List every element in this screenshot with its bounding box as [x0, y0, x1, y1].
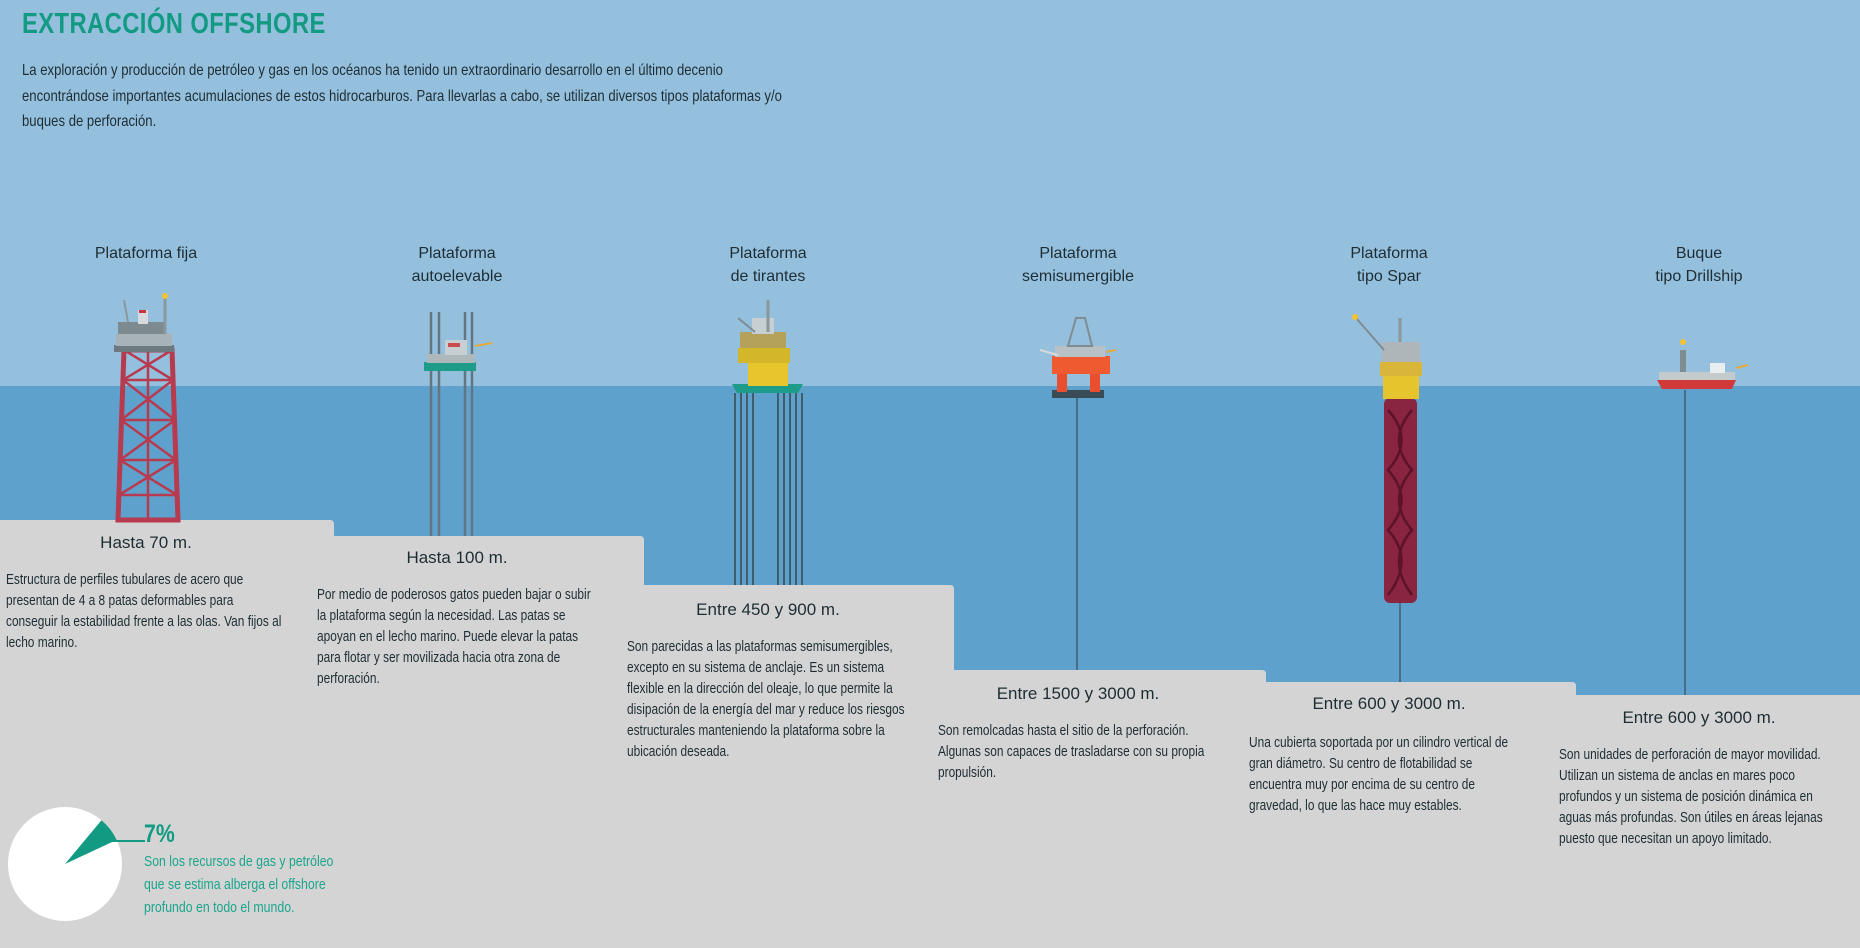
stat-value: 7% [144, 820, 175, 848]
stat-pie-chart [8, 807, 145, 921]
jackup-platform-icon [424, 312, 493, 536]
stat-description: Son los recursos de gas y petróleo que s… [144, 853, 334, 916]
platform-description-spar: Una cubierta soportada por un cilindro v… [1249, 735, 1509, 814]
platform-depth-fixed: Hasta 70 m. [100, 533, 192, 552]
platform-description-semisubmersible: Son remolcadas hasta el sitio de la perf… [938, 723, 1205, 781]
platform-depth-semisubmersible: Entre 1500 y 3000 m. [996, 684, 1160, 703]
semisubmersible-platform-icon [1039, 317, 1117, 670]
platform-description-fixed: Estructura de perfiles tubulares de acer… [6, 572, 282, 651]
intro-paragraph: La exploración y producción de petróleo … [22, 62, 782, 130]
sky [0, 0, 1860, 388]
platform-description-drillship: Son unidades de perforación de mayor mov… [1559, 747, 1823, 847]
platform-depth-spar: Entre 600 y 3000 m. [1312, 694, 1466, 713]
platform-name-drillship: Buque tipo Drillship [1655, 245, 1743, 285]
pie-slice-offshore [65, 820, 117, 864]
tension-leg-platform-icon [732, 300, 803, 585]
platform-name-fixed: Plataforma fija [94, 245, 198, 262]
drillship-icon [1657, 339, 1749, 695]
platform-name-spar: Plataforma tipo Spar [1350, 245, 1428, 285]
platform-description-jackup: Por medio de poderosos gatos pueden baja… [317, 587, 591, 687]
platform-name-semisubmersible: Plataforma semisumergible [1021, 245, 1135, 285]
platform-depth-drillship: Entre 600 y 3000 m. [1622, 708, 1776, 727]
platform-name-jackup: Plataforma autoelevable [411, 245, 503, 285]
platform-depth-jackup: Hasta 100 m. [406, 548, 508, 567]
spar-platform-icon [1352, 314, 1422, 682]
platform-description-tension-leg: Son parecidas a las plataformas semisume… [627, 639, 905, 760]
seabed [0, 520, 1860, 948]
platform-name-tension-leg: Plataforma de tirantes [729, 245, 807, 285]
page-title: EXTRACCIÓN OFFSHORE [22, 8, 326, 40]
platform-depth-tension-leg: Entre 450 y 900 m. [696, 600, 840, 619]
fixed-platform-icon [114, 293, 181, 523]
